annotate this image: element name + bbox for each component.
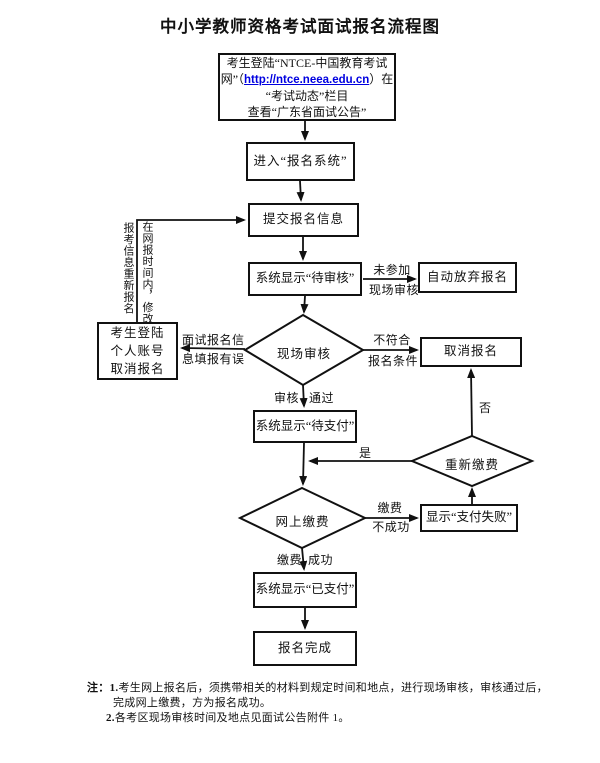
edge-label-wrong-info-2: 息填报有误: [182, 352, 245, 366]
login-cancel-line3: 取消报名: [110, 362, 165, 376]
edge-label-modify-left-column: 报考信息重新报名: [122, 222, 134, 314]
edge-label-pay-fail-2: 不成功: [372, 520, 410, 534]
node-cancel-registration: 取消报名: [420, 337, 522, 367]
edge-label-pay-ok-1: 缴费: [277, 553, 303, 567]
note-prefix: 注：: [87, 682, 110, 694]
node-submit-info: 提交报名信息: [248, 203, 359, 237]
note-line-3: 2.各考区现场审核时间及地点见面试公告附件 1。: [106, 709, 350, 725]
node-enter-system: 进入“报名系统”: [246, 142, 355, 181]
edge-label-pay-fail-1: 缴费: [377, 501, 403, 515]
start-line2-suffix: ）在: [369, 71, 394, 86]
note1-number: 1.: [109, 682, 119, 694]
edge-label-not-attend-2: 现场审核: [368, 283, 419, 297]
edge-label-pay-ok-2: 成功: [308, 553, 334, 567]
start-line2-prefix: 网”（: [220, 71, 245, 86]
ntce-link[interactable]: http://ntce.neea.edu.cn: [244, 73, 370, 86]
edge-label-wrong-info-1: 面试报名信: [182, 333, 245, 347]
diamond-onsite-review: [243, 313, 365, 387]
edge-label-yes: 是: [359, 446, 372, 460]
node-start: 考生登陆“NTCE-中国教育考试 网”（http://ntce.neea.edu…: [218, 53, 396, 121]
node-pay-fail: 显示“支付失败”: [420, 504, 518, 532]
diamond-label-online-pay: 网上缴费: [275, 515, 330, 529]
node-login-cancel: 考生登陆 个人账号 取消报名: [97, 322, 178, 380]
diamond-online-pay: [237, 486, 368, 550]
note1-text-line2: 完成网上缴费，方为报名成功。: [113, 697, 272, 709]
edge-label-not-attend-1: 未参加: [373, 263, 411, 277]
page-title: 中小学教师资格考试面试报名流程图: [160, 17, 440, 36]
connector-lines: [136, 121, 476, 630]
edge-label-modify-right-column: 在网报时间内，修改: [141, 221, 153, 325]
note-line-2: 完成网上缴费，方为报名成功。: [113, 694, 271, 710]
edge-label-not-qualified-1: 不符合: [373, 333, 411, 347]
diamond-label-repay: 重新缴费: [444, 458, 499, 472]
note2-number: 2.: [106, 712, 115, 724]
login-cancel-line2: 个人账号: [110, 344, 165, 358]
node-pending-review: 系统显示“待审核”: [248, 262, 362, 296]
start-line3: “考试动态”栏目: [265, 88, 349, 103]
start-line1: 考生登陆“NTCE-中国教育考试: [226, 55, 388, 70]
login-cancel-line1: 考生登陆: [110, 326, 165, 340]
node-paid: 系统显示“已支付”: [253, 572, 357, 608]
node-complete: 报名完成: [253, 631, 357, 666]
note-line-1: 注：1.考生网上报名后，须携带相关的材料到规定时间和地点，进行现场审核，审核通过…: [87, 679, 548, 695]
diamond-repay: [409, 434, 535, 488]
note1-text-line1: 考生网上报名后，须携带相关的材料到规定时间和地点，进行现场审核，审核通过后，: [118, 682, 548, 694]
note2-text: 各考区现场审核时间及地点见面试公告附件 1。: [114, 712, 350, 724]
edge-label-review-pass-1: 审核: [274, 391, 300, 405]
node-pending-pay: 系统显示“待支付”: [253, 410, 357, 443]
diamond-label-onsite-review: 现场审核: [276, 347, 331, 361]
edge-label-no: 否: [479, 401, 492, 415]
start-line4: 查看“广东省面试公告”: [247, 104, 367, 119]
start-line2: 网”（http://ntce.neea.edu.cn）在: [221, 71, 394, 88]
edge-label-not-qualified-2: 报名条件: [367, 354, 418, 368]
node-auto-abandon: 自动放弃报名: [418, 262, 517, 293]
edge-label-review-pass-2: 通过: [309, 391, 335, 405]
